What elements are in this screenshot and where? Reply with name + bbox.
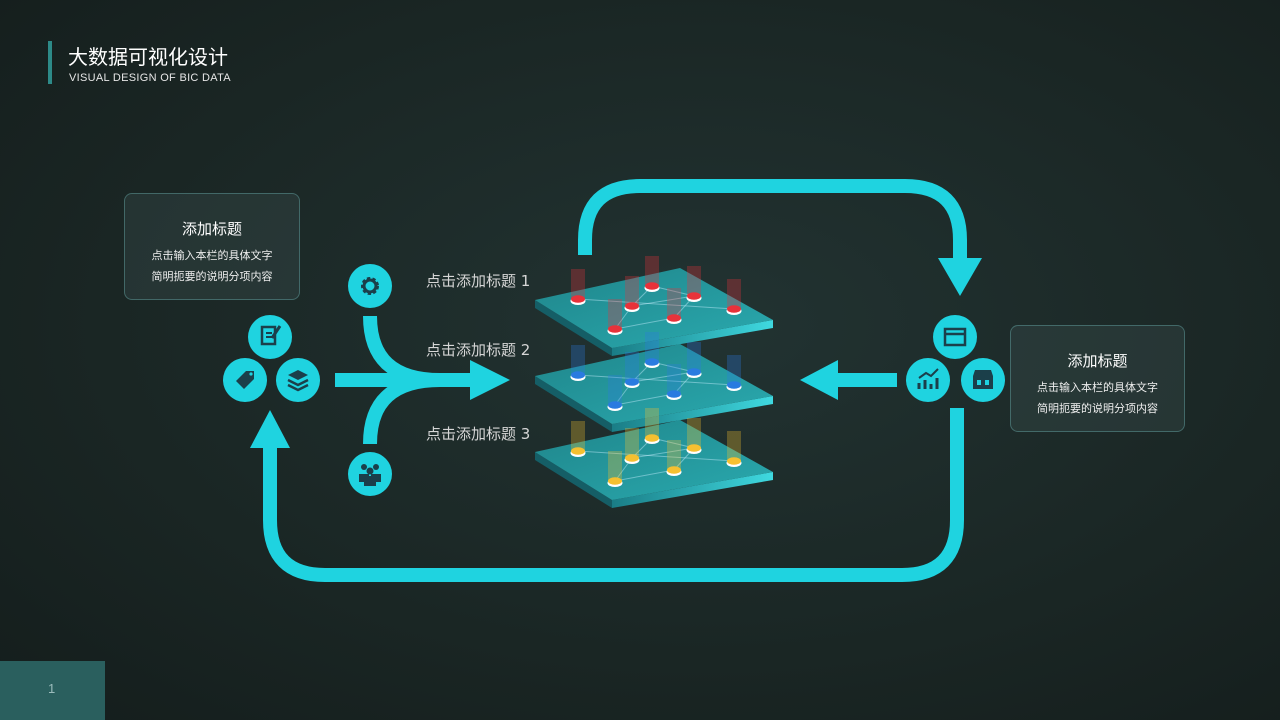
data-bar	[571, 345, 585, 375]
chart-icon	[906, 358, 950, 402]
connector-line	[614, 393, 675, 406]
layer-label-2: 点击添加标题 2	[426, 341, 531, 359]
data-bar	[727, 431, 741, 461]
browser-icon	[933, 315, 977, 359]
left-arrowhead	[800, 360, 838, 400]
data-bar	[645, 408, 659, 438]
gear-icon	[348, 264, 392, 308]
data-point	[687, 292, 701, 300]
data-point	[687, 444, 701, 452]
plane-edge	[535, 376, 612, 432]
card-text: 点击输入本栏的具体文字	[151, 249, 273, 262]
plane-edge	[612, 320, 773, 356]
plane-edge	[535, 300, 612, 356]
plane-surface	[535, 268, 773, 348]
data-point	[667, 390, 681, 398]
plane-edge	[535, 452, 612, 508]
data-bar	[687, 266, 701, 296]
data-bar	[727, 279, 741, 309]
data-point	[625, 378, 639, 386]
data-point	[608, 477, 622, 485]
data-layer-3	[535, 408, 773, 508]
top-loop-arrow	[578, 179, 967, 262]
data-bar	[625, 352, 639, 382]
data-point	[608, 325, 622, 333]
data-point	[571, 295, 585, 303]
card-text: 点击输入本栏的具体文字	[1037, 381, 1158, 394]
connector-line	[631, 447, 695, 459]
data-bar	[687, 342, 701, 372]
data-point	[727, 305, 741, 313]
data-point	[645, 282, 659, 290]
card-title: 添加标题	[181, 220, 242, 238]
data-point	[727, 381, 741, 389]
data-point	[645, 358, 659, 366]
plane-surface	[535, 420, 773, 500]
data-point	[571, 371, 585, 379]
connector-line	[614, 469, 675, 482]
data-bar	[571, 269, 585, 299]
data-bar	[667, 288, 681, 318]
layer-label-3: 点击添加标题 3	[426, 425, 531, 443]
card-text: 简明扼要的说明分项内容	[151, 270, 273, 283]
data-point	[645, 434, 659, 442]
footer-block	[0, 661, 105, 720]
plane-edge	[612, 396, 773, 432]
bottom-loop-arrow	[263, 408, 964, 582]
data-bar	[625, 428, 639, 458]
data-bar	[608, 451, 622, 481]
bottom-loop-arrowhead	[250, 410, 290, 448]
left-info-card: 添加标题 点击输入本栏的具体文字 简明扼要的说明分项内容	[124, 193, 300, 300]
connector-line	[614, 317, 675, 330]
data-bar	[727, 355, 741, 385]
data-point	[667, 466, 681, 474]
data-point	[687, 368, 701, 376]
right-info-card: 添加标题 点击输入本栏的具体文字 简明扼要的说明分项内容	[1010, 325, 1185, 432]
data-bar	[608, 375, 622, 405]
top-loop-arrowhead	[938, 258, 982, 296]
data-bar	[667, 440, 681, 470]
plane-edge	[612, 472, 773, 508]
data-point	[571, 447, 585, 455]
merge-arrowhead	[470, 360, 510, 400]
connector-line	[631, 371, 695, 383]
right-icons	[906, 315, 1005, 402]
data-point	[727, 457, 741, 465]
data-bar	[645, 256, 659, 286]
data-bar	[625, 276, 639, 306]
data-bar	[687, 418, 701, 448]
data-bar	[608, 299, 622, 329]
title-accent-bar	[48, 41, 52, 84]
plane-surface	[535, 344, 773, 424]
data-layer-1	[535, 256, 773, 356]
layer-label-1: 点击添加标题 1	[426, 272, 531, 290]
data-point	[608, 401, 622, 409]
connector-line	[631, 295, 695, 307]
data-point	[625, 454, 639, 462]
data-bar	[571, 421, 585, 451]
connector-line	[577, 374, 735, 386]
data-bar	[645, 332, 659, 362]
page-number: 1	[48, 681, 56, 696]
card-title: 添加标题	[1067, 352, 1128, 370]
data-point	[667, 314, 681, 322]
connector-line	[577, 450, 735, 462]
connector-line	[577, 298, 735, 310]
card-text: 简明扼要的说明分项内容	[1037, 402, 1158, 415]
page-subtitle: VISUAL DESIGN OF BIC DATA	[69, 72, 231, 84]
page-title: 大数据可视化设计	[68, 45, 228, 69]
left-icons	[223, 264, 392, 496]
data-point	[625, 302, 639, 310]
data-layer-2	[535, 332, 773, 432]
data-bar	[667, 364, 681, 394]
